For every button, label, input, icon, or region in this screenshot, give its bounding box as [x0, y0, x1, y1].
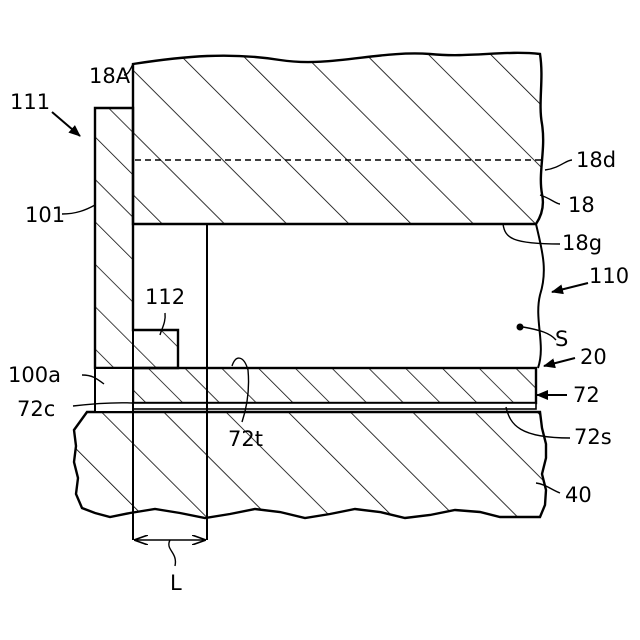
label-18g: 18g: [562, 231, 602, 255]
label-18d: 18d: [576, 148, 616, 172]
frame-foot-100a: [95, 368, 133, 412]
label-100a: 100a: [8, 363, 61, 387]
thin-layer-72s: [133, 403, 536, 409]
label-110: 110: [589, 264, 629, 288]
substrate-72: [133, 368, 536, 403]
point-S: [517, 324, 524, 331]
label-18A: 18A: [89, 64, 131, 88]
label-72t: 72t: [228, 427, 263, 451]
label-20: 20: [580, 345, 607, 369]
top-member-18: [133, 53, 543, 224]
label-112: 112: [145, 285, 185, 309]
label-72c: 72c: [17, 397, 55, 421]
base-member-40: [74, 412, 546, 518]
label-101: 101: [25, 203, 65, 227]
label-40: 40: [565, 483, 592, 507]
label-S: S: [555, 327, 568, 351]
label-72s: 72s: [574, 425, 612, 449]
gap-space-110: [536, 224, 544, 368]
label-111: 111: [10, 90, 50, 114]
label-72: 72: [573, 383, 600, 407]
label-L: L: [170, 571, 182, 595]
label-18: 18: [568, 193, 595, 217]
